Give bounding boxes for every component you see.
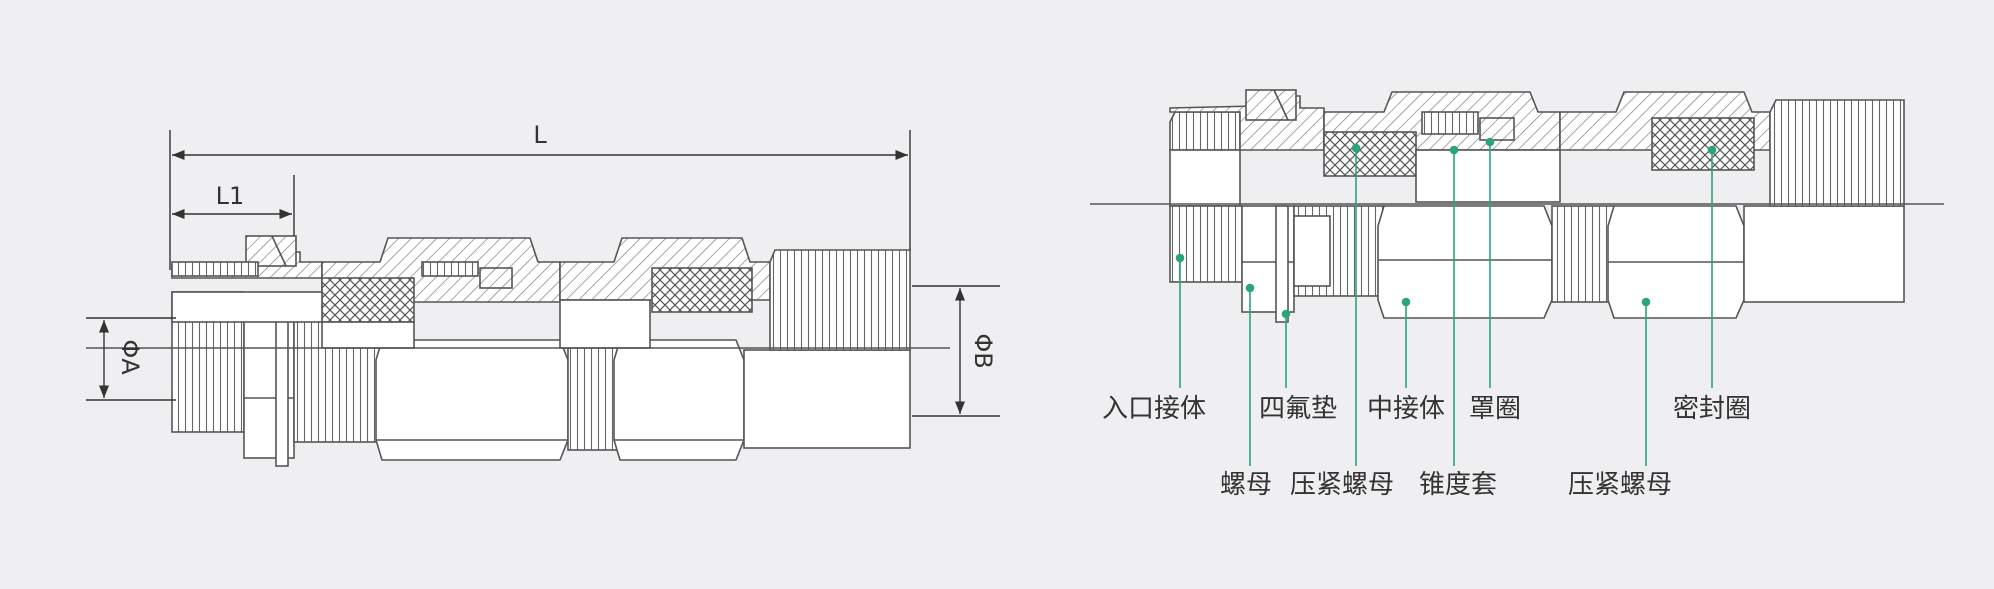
label-ptfe-gasket: 四氟垫 bbox=[1259, 394, 1337, 424]
dimension-phi-b bbox=[912, 285, 1000, 417]
label-nut: 螺母 bbox=[1220, 470, 1272, 500]
label-cover-ring: 罩圈 bbox=[1469, 394, 1521, 424]
right-assembly bbox=[1169, 89, 1905, 323]
label-compression-nut-2: 压紧螺母 bbox=[1568, 470, 1672, 500]
dimension-l bbox=[169, 130, 911, 270]
dimension-l-label: L bbox=[533, 121, 547, 149]
dimension-l1-label: L1 bbox=[216, 182, 245, 210]
left-assembly bbox=[171, 235, 911, 467]
dimension-phi-a bbox=[86, 317, 176, 401]
dimension-phi-a-label: ΦA bbox=[116, 339, 144, 375]
label-entry-body: 入口接体 bbox=[1102, 394, 1206, 424]
leader-lines bbox=[1175, 137, 1717, 466]
label-seal-ring: 密封圈 bbox=[1673, 394, 1751, 424]
label-taper-sleeve: 锥度套 bbox=[1419, 470, 1497, 500]
label-middle-body: 中接体 bbox=[1367, 394, 1445, 424]
dimension-l1 bbox=[172, 175, 295, 236]
dimension-phi-b-label: ΦB bbox=[969, 333, 997, 368]
label-compression-nut-1: 压紧螺母 bbox=[1290, 470, 1394, 500]
